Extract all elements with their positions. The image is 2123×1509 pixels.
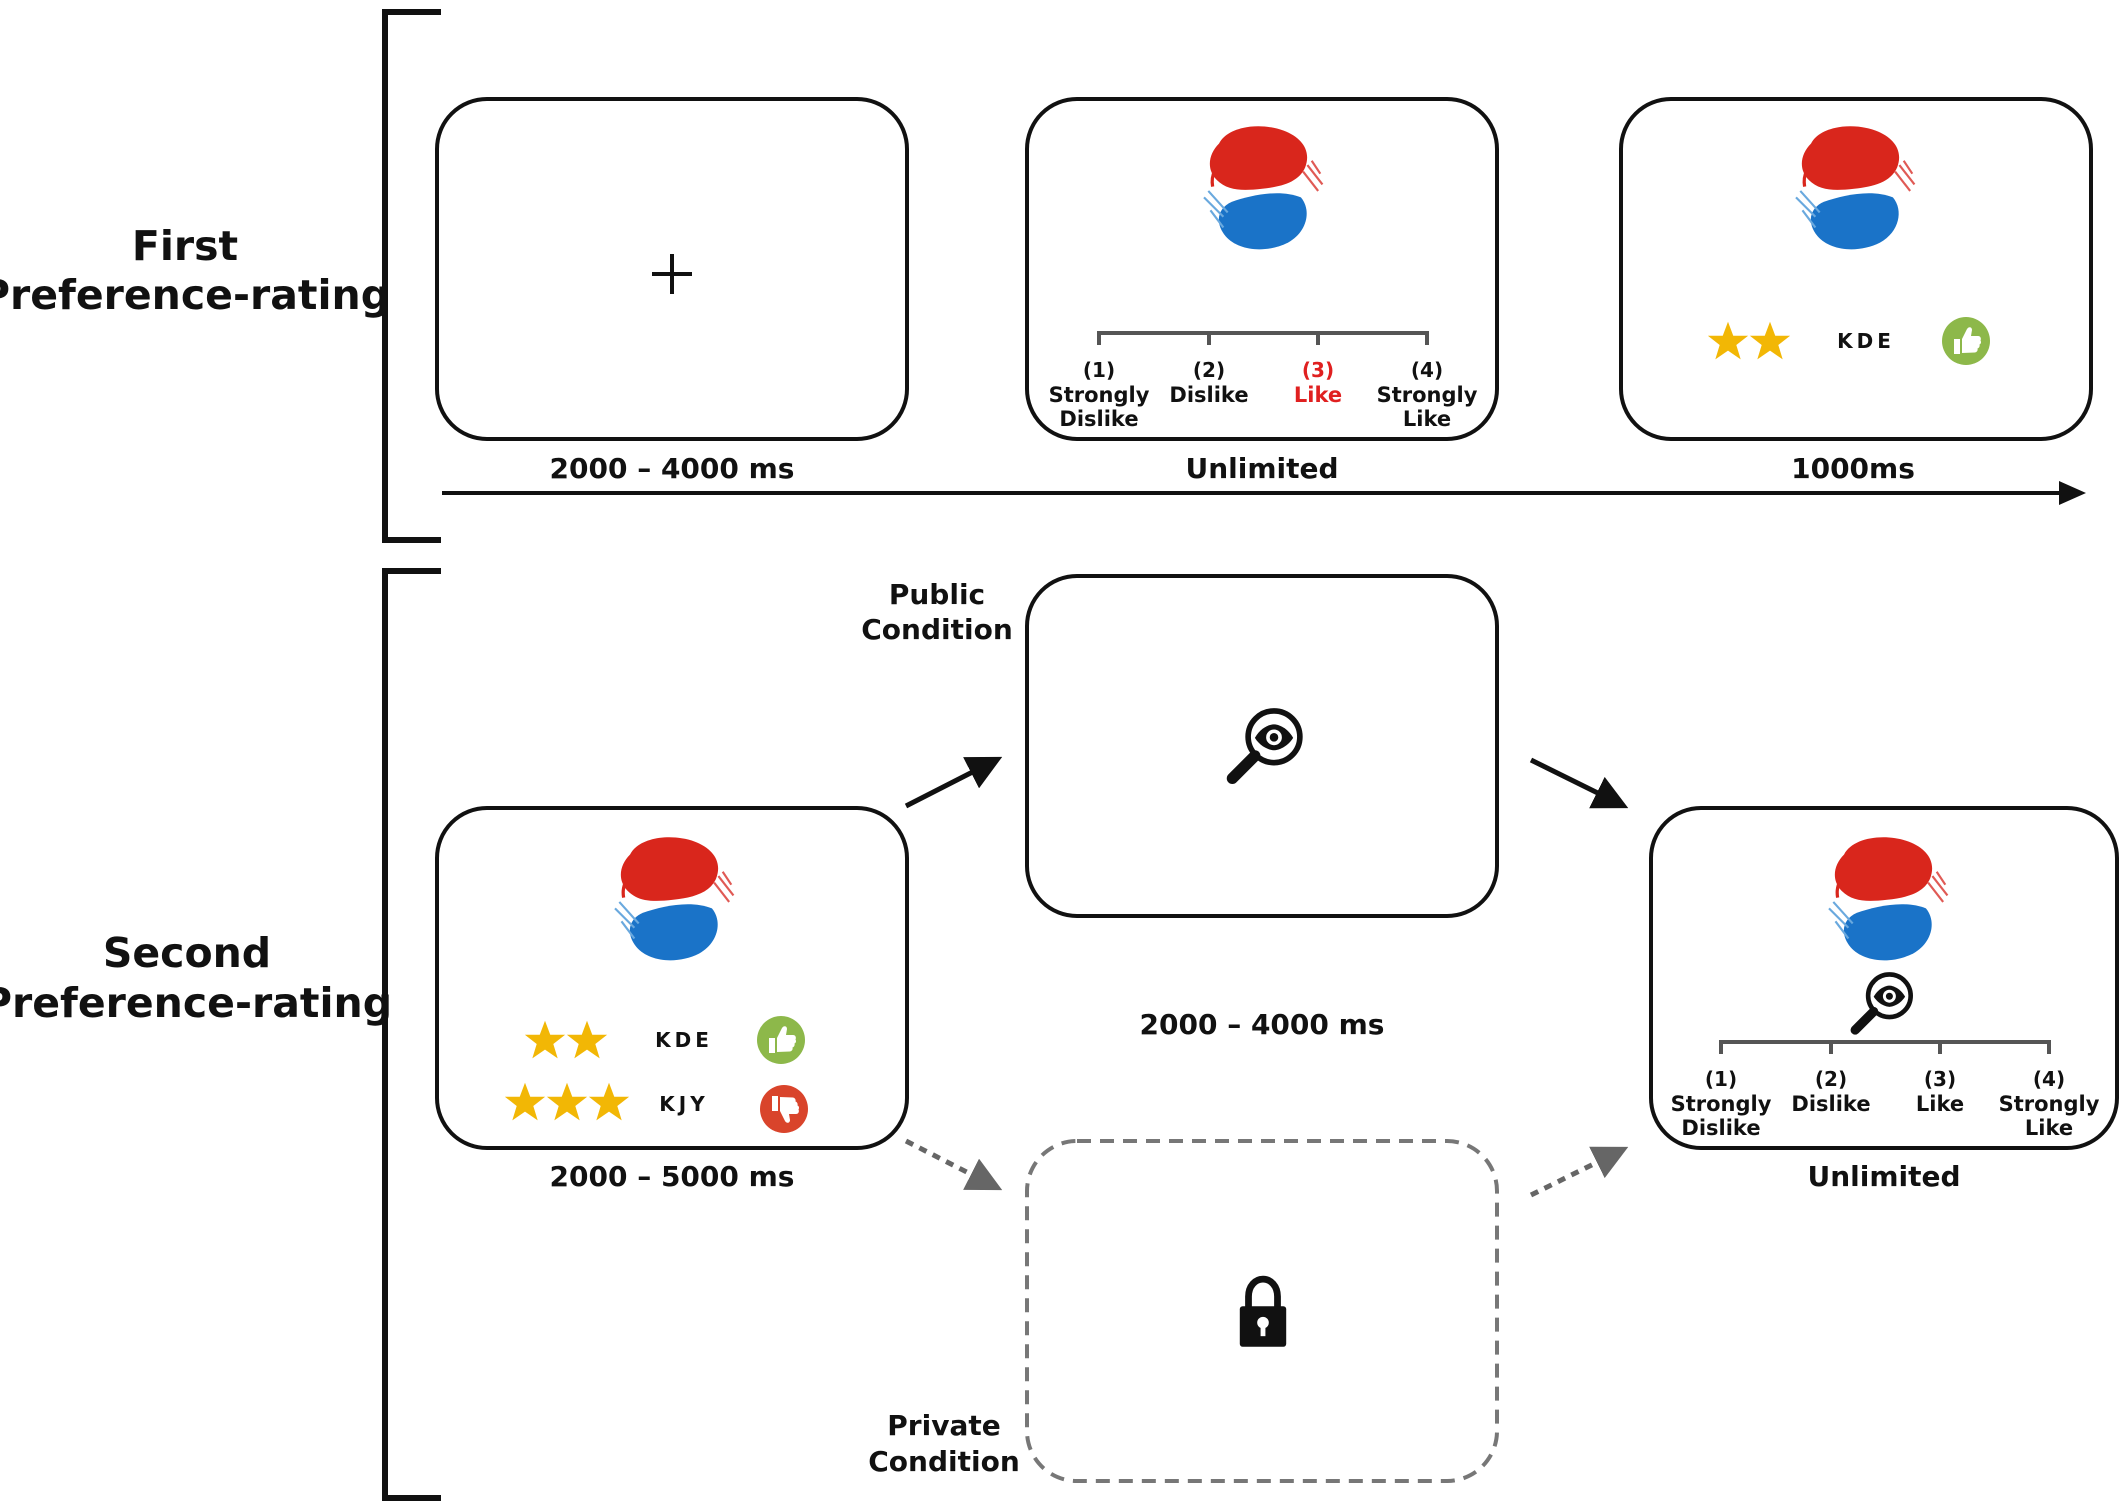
fixation-screen bbox=[435, 97, 909, 441]
fixation-cross bbox=[652, 254, 692, 294]
member-1-initials: KDE bbox=[655, 1028, 713, 1052]
public-condition-label-line2: Condition bbox=[861, 613, 1013, 646]
scale-option-3-number-selected: (3) bbox=[1302, 358, 1334, 382]
rerating-screen: (1) Strongly Dislike (2) Dislike (3) Lik… bbox=[1649, 806, 2119, 1150]
arrow-from-public-condition bbox=[1529, 757, 1629, 809]
rating-screen: (1) Strongly Dislike (2) Dislike (3) Lik… bbox=[1025, 97, 1499, 441]
scale-option-4-label: Strongly bbox=[1999, 1092, 2100, 1116]
thumbs-up-icon bbox=[1942, 317, 1990, 365]
arrow-to-public-condition bbox=[904, 756, 1003, 809]
participant-initials: KDE bbox=[1837, 329, 1895, 353]
scale-option-1-label-line2: Dislike bbox=[1681, 1116, 1760, 1140]
first-section-bracket bbox=[382, 9, 441, 543]
rating-duration: Unlimited bbox=[1185, 452, 1338, 485]
second-section-title-line1: Second bbox=[103, 929, 271, 977]
fixation-duration: 2000 – 4000 ms bbox=[550, 452, 795, 485]
private-condition-label-line1: Private bbox=[887, 1409, 1000, 1442]
scale-option-3-label: Like bbox=[1916, 1092, 1964, 1116]
scale-option-1-label: Strongly bbox=[1671, 1092, 1772, 1116]
scale-option-1-label: Strongly bbox=[1049, 383, 1150, 407]
rerating-duration: Unlimited bbox=[1807, 1160, 1960, 1193]
scale-option-2-label: Dislike bbox=[1169, 383, 1248, 407]
scale-option-4-label-line2: Like bbox=[1403, 407, 1451, 431]
scale-option-3-label-selected: Like bbox=[1294, 383, 1342, 407]
member-2-initials: KJY bbox=[659, 1092, 708, 1116]
public-condition-label-line1: Public bbox=[889, 578, 985, 611]
scale-option-4-number: (4) bbox=[1411, 358, 1443, 382]
scale-option-2-label: Dislike bbox=[1791, 1092, 1870, 1116]
condition-duration: 2000 – 4000 ms bbox=[1140, 1008, 1385, 1041]
second-section-title-line2: Preference-rating bbox=[0, 979, 392, 1027]
scale-option-1-label-line2: Dislike bbox=[1059, 407, 1138, 431]
private-condition-screen bbox=[1025, 1139, 1499, 1483]
scale-option-2-number: (2) bbox=[1193, 358, 1225, 382]
scale-option-4-label: Strongly bbox=[1377, 383, 1478, 407]
rating-scale bbox=[1097, 331, 1429, 345]
feedback-duration: 1000ms bbox=[1791, 452, 1915, 485]
scale-option-4-label-line2: Like bbox=[2025, 1116, 2073, 1140]
scale-option-1-number: (1) bbox=[1705, 1067, 1737, 1091]
scale-option-2-number: (2) bbox=[1815, 1067, 1847, 1091]
rating-scale bbox=[1719, 1040, 2051, 1054]
scale-option-3-number: (3) bbox=[1924, 1067, 1956, 1091]
public-condition-screen bbox=[1025, 574, 1499, 918]
scale-option-1-number: (1) bbox=[1083, 358, 1115, 382]
thumbs-down-icon bbox=[760, 1085, 808, 1133]
second-section-bracket bbox=[382, 568, 441, 1501]
first-section-title-line2: Preference-rating bbox=[0, 271, 390, 319]
arrow-from-private-condition bbox=[1529, 1146, 1629, 1198]
timeline-arrowhead bbox=[2059, 481, 2086, 505]
first-section-title-line1: First bbox=[132, 222, 238, 270]
group-feedback-duration: 2000 – 5000 ms bbox=[550, 1160, 795, 1193]
thumbs-up-icon bbox=[757, 1016, 805, 1064]
private-condition-label-line2: Condition bbox=[868, 1445, 1020, 1478]
group-feedback-screen: KDE KJY bbox=[435, 806, 909, 1150]
arrow-to-private-condition bbox=[904, 1138, 1003, 1191]
scale-option-4-number: (4) bbox=[2033, 1067, 2065, 1091]
feedback-screen: KDE bbox=[1619, 97, 2093, 441]
